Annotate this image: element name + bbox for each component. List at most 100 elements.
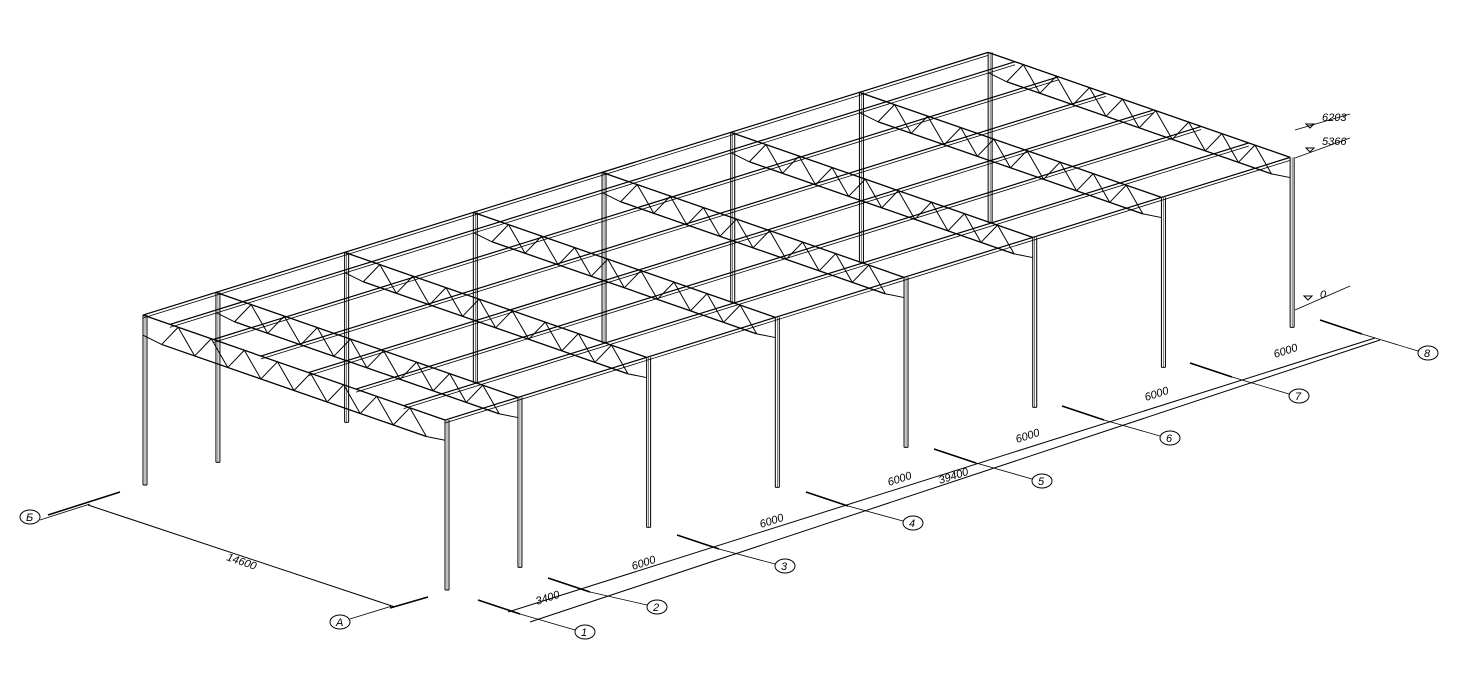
truss-web <box>947 213 965 232</box>
axis-bubble-label-2: 2 <box>652 602 659 614</box>
extension-line-b <box>47 491 121 516</box>
truss-web <box>765 144 783 174</box>
axis-bubble <box>574 624 596 640</box>
axis-bubble-label-1: 1 <box>581 627 587 639</box>
truss-web <box>260 361 278 380</box>
truss-web <box>964 213 982 243</box>
dimension-overall-39400: 39400 <box>937 466 971 487</box>
axis-extension-line <box>1061 405 1105 421</box>
truss-end <box>215 312 235 323</box>
truss-web <box>835 253 853 283</box>
truss-web <box>1125 184 1144 215</box>
dimension-line-chain <box>507 337 1376 613</box>
dimension-width-14600: 14600 <box>225 551 259 573</box>
axis-leader <box>1231 376 1290 395</box>
leader-b <box>39 503 91 521</box>
truss-top-chord <box>344 251 647 358</box>
purlin-edge <box>260 95 1107 360</box>
truss-web <box>960 127 978 157</box>
truss-end <box>885 293 905 299</box>
truss-web <box>980 224 998 243</box>
truss-web <box>432 373 451 392</box>
axis-bubble-label-7: 7 <box>1295 391 1302 403</box>
truss-web <box>1010 150 1028 169</box>
truss-web <box>379 264 397 294</box>
truss-end <box>344 272 364 283</box>
truss-web <box>1238 144 1256 163</box>
truss-web <box>1026 150 1044 180</box>
truss-top-chord <box>987 51 1291 158</box>
truss-web <box>399 361 417 380</box>
leader-a <box>349 605 393 620</box>
truss-web <box>1155 110 1173 140</box>
truss-web <box>577 333 596 363</box>
axis-extension-line <box>933 448 977 464</box>
dimension-span-3: 6000 <box>758 512 786 531</box>
elevation-0: 0 <box>1320 289 1327 301</box>
truss-web <box>561 333 579 352</box>
truss-web <box>1171 121 1190 140</box>
axis-bubble <box>1159 430 1181 446</box>
truss-web <box>1138 110 1157 129</box>
truss-web <box>409 407 427 437</box>
truss-web <box>802 241 820 272</box>
purlin <box>169 61 1016 325</box>
purlin-edge <box>142 54 989 319</box>
truss-web <box>1059 161 1078 192</box>
truss-web <box>848 178 866 197</box>
axis-extension-line <box>676 534 720 550</box>
truss-web <box>930 201 949 232</box>
truss-end <box>627 373 647 379</box>
truss-web <box>686 207 704 226</box>
extension-line-a <box>389 596 429 609</box>
truss-end <box>426 436 446 441</box>
axis-extension-line <box>805 491 849 507</box>
axis-bubble-label-8: 8 <box>1424 348 1431 360</box>
purlin <box>213 76 1059 341</box>
truss-web <box>657 281 675 300</box>
truss-web <box>429 287 447 306</box>
truss-web <box>1254 144 1272 175</box>
truss-web <box>782 155 800 174</box>
truss-web <box>1076 173 1094 192</box>
truss-web <box>653 195 671 214</box>
axis-leader <box>589 591 648 606</box>
truss-web <box>868 264 886 295</box>
truss-web <box>524 235 542 254</box>
truss-web <box>495 310 513 329</box>
truss-web <box>669 195 688 226</box>
truss-end <box>601 192 621 203</box>
truss-web <box>1109 184 1127 203</box>
truss-top-chord <box>730 131 1033 238</box>
axis-extension-line <box>477 599 521 615</box>
purlin <box>142 51 989 316</box>
truss-web <box>943 127 962 146</box>
truss-web <box>491 224 509 243</box>
truss-web <box>864 178 883 209</box>
truss-web <box>316 327 335 357</box>
truss-bottom-chord <box>161 343 427 438</box>
truss-web <box>293 372 311 391</box>
truss-web <box>1092 173 1111 203</box>
axis-bubble <box>902 515 924 531</box>
truss-web <box>881 190 899 209</box>
axis-bubble-label-6: 6 <box>1166 433 1173 445</box>
truss-web <box>362 264 381 283</box>
axis-bubble <box>329 614 351 630</box>
truss-web <box>416 361 434 392</box>
truss-web <box>1022 64 1041 94</box>
truss-web <box>690 293 708 312</box>
truss-web <box>623 270 642 289</box>
truss-web <box>541 235 559 266</box>
truss-end <box>859 112 879 123</box>
axis-bubble-label-4: 4 <box>909 518 915 530</box>
truss-web <box>719 218 737 237</box>
axis-bubble <box>646 599 668 615</box>
elevation-leader <box>1294 285 1351 311</box>
purlin-edge <box>169 64 1016 328</box>
axis-bubble <box>1288 388 1310 404</box>
truss-web <box>1039 75 1057 94</box>
truss-web <box>785 241 804 260</box>
